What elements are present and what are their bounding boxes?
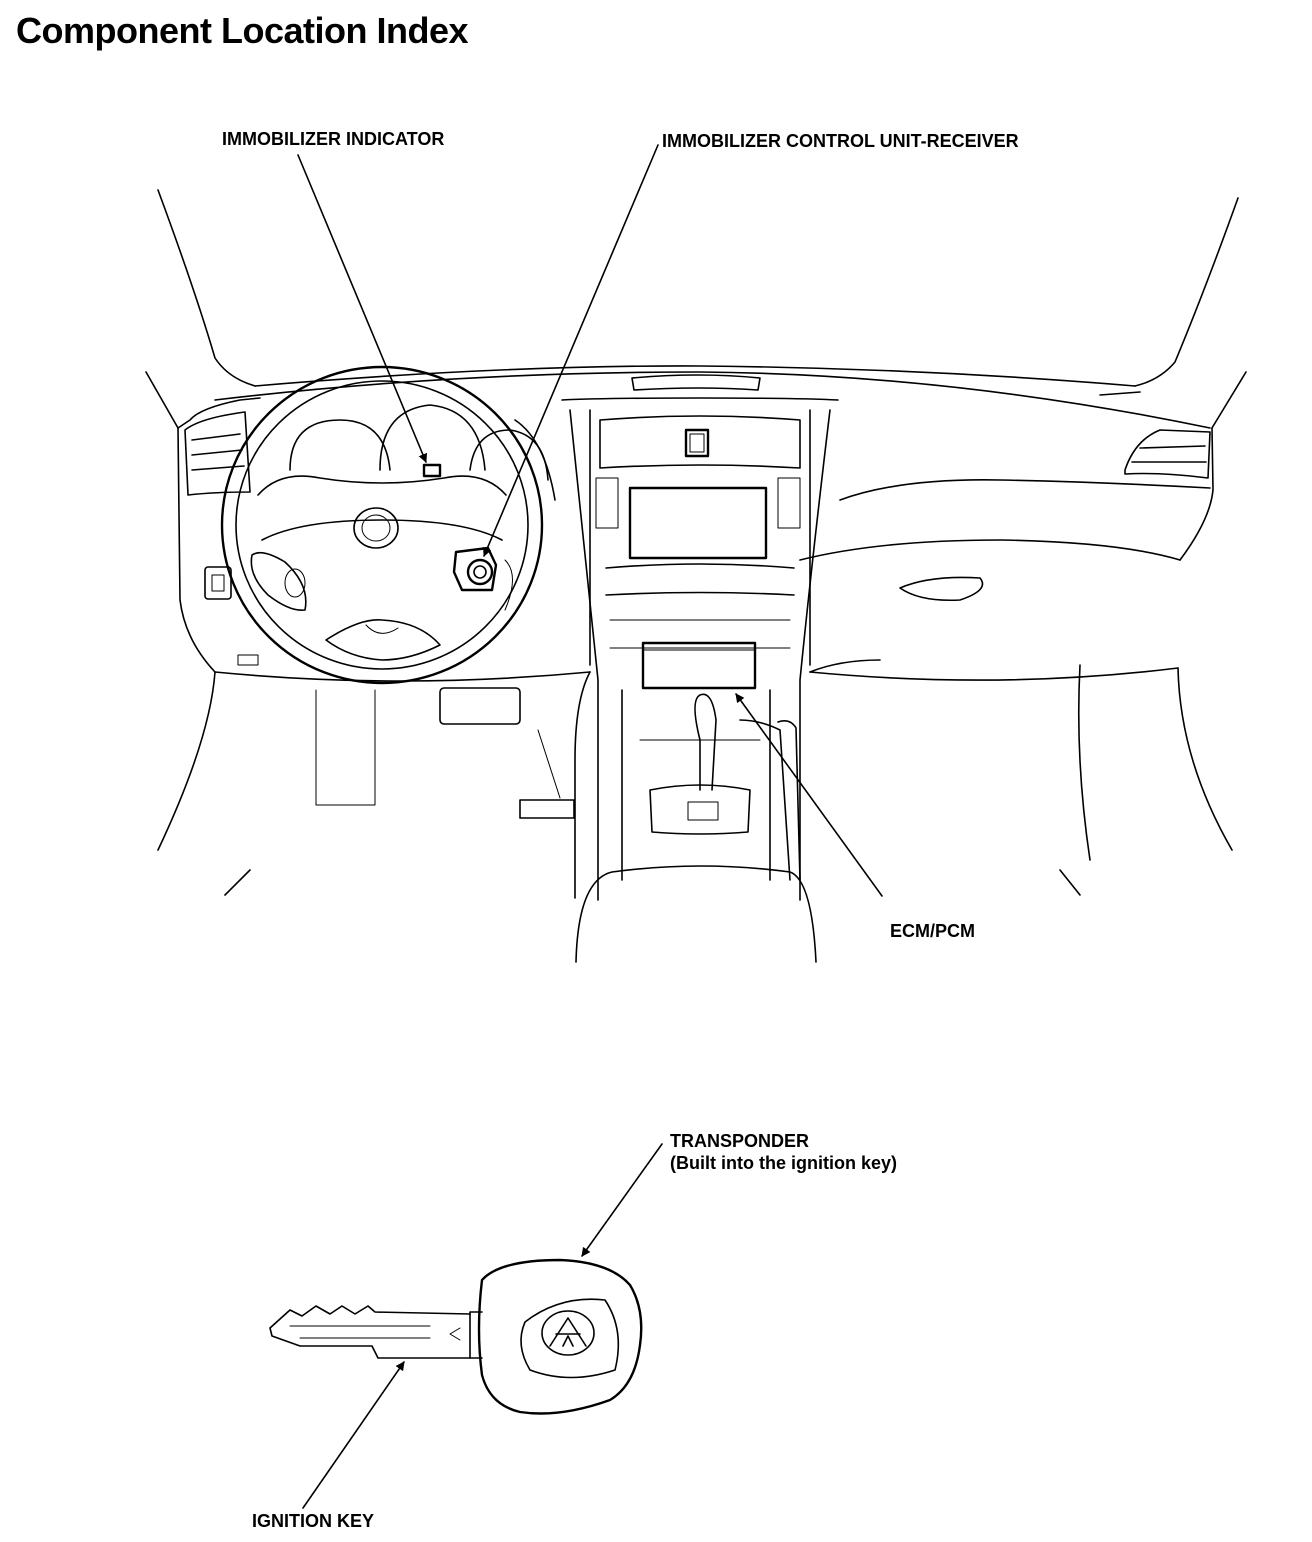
ecm-pcm-unit	[641, 641, 757, 690]
ignition-key-leader-arrow	[302, 1361, 405, 1509]
ignition-switch-receiver	[452, 546, 498, 592]
dashboard	[177, 365, 1214, 682]
console-and-floor	[157, 659, 1233, 963]
ecm-pcm-label: ECM/PCM	[890, 921, 975, 941]
center-stack	[561, 397, 839, 901]
ecm-leader-arrow	[735, 693, 883, 897]
immobilizer-indicator-lamp	[422, 463, 442, 478]
immobilizer-indicator-label: IMMOBILIZER INDICATOR	[222, 129, 445, 149]
transponder-note: (Built into the ignition key)	[670, 1153, 897, 1173]
ignition-key	[269, 1258, 643, 1415]
indicator-leader-arrow	[297, 154, 428, 463]
receiver-leader-arrow	[483, 144, 659, 557]
transponder-leader-arrow	[581, 1143, 663, 1257]
leader-lines	[297, 144, 883, 1509]
immobilizer-control-unit-receiver-label: IMMOBILIZER CONTROL UNIT-RECEIVER	[662, 131, 1019, 151]
transponder-title: TRANSPONDER	[670, 1131, 810, 1151]
windshield-pillars	[145, 189, 1247, 429]
acura-logo-icon	[541, 1310, 595, 1356]
page-title: Component Location Index	[16, 10, 469, 51]
transponder-label: TRANSPONDER (Built into the ignition key…	[670, 1130, 897, 1174]
ignition-key-label: IGNITION KEY	[252, 1511, 375, 1531]
steering-wheel	[220, 365, 544, 685]
